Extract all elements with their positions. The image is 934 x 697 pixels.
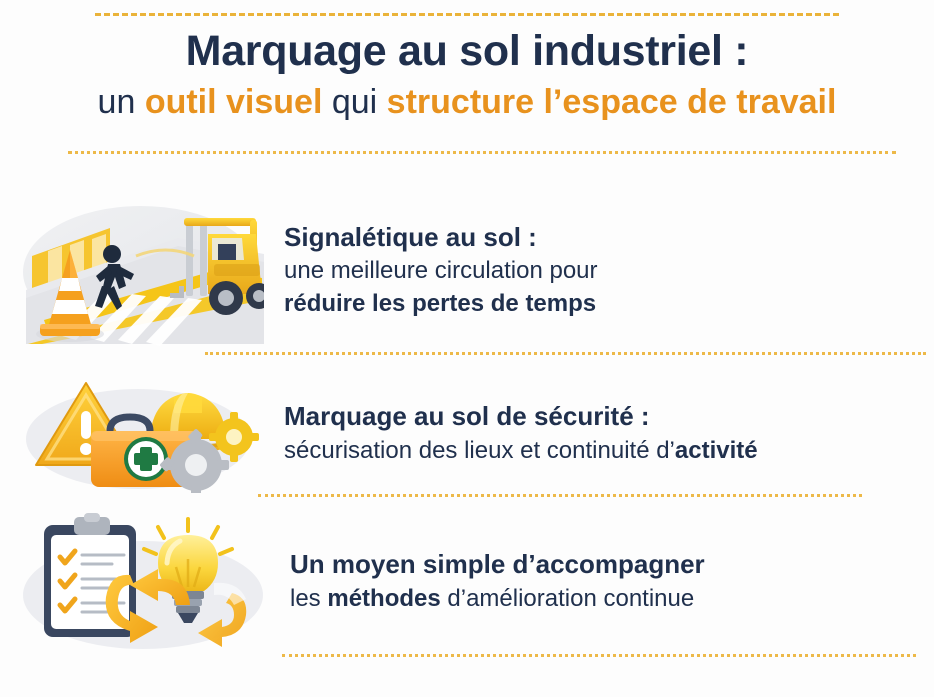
row-2-body-strong: activité: [674, 436, 758, 464]
divider-under-title: [68, 151, 896, 154]
divider-row-1: [205, 352, 926, 355]
divider-bottom: [282, 654, 916, 657]
row-2-copy: Marquage au sol de sécurité : sécurisati…: [264, 399, 918, 466]
row-3-body-strong: méthodes: [327, 584, 441, 612]
safety-equipment-illustration: [18, 373, 264, 498]
content-row-signaletique: Signalétique au sol : une meilleure circ…: [18, 190, 918, 350]
forklift-pedestrian-crosswalk-illustration: [18, 194, 272, 346]
row-1-copy: Signalétique au sol : une meilleure circ…: [264, 220, 918, 321]
page-title: Marquage au sol industriel :: [185, 27, 749, 75]
row-2-body: sécurisation des lieux et continuité d’a…: [284, 434, 918, 467]
infographic-header: Marquage au sol industriel : un outil vi…: [0, 27, 934, 124]
content-row-securite: Marquage au sol de sécurité : sécurisati…: [18, 372, 918, 498]
traffic-cone-icon: [36, 250, 104, 342]
divider-top: [95, 13, 839, 16]
row-3-body: les méthodes d’amélioration continue: [290, 582, 918, 615]
row-2-body-prefix: sécurisation des lieux et continuité d’: [284, 436, 675, 464]
subtitle-segment-accent-1: outil visuel: [144, 83, 323, 122]
row-3-body-suffix: d’amélioration continue: [440, 584, 695, 612]
cycle-arrows-icon: [105, 569, 247, 647]
subtitle-segment-accent-2: structure l’espace de travail: [386, 83, 837, 122]
first-aid-kit-icon: [91, 413, 201, 487]
row-3-copy: Un moyen simple d’accompagner les méthod…: [268, 547, 918, 614]
row-1-body-strong: réduire les pertes de temps: [284, 290, 597, 318]
subtitle-segment-plain-1: un: [97, 83, 145, 122]
row-1-body: une meilleure circulation pour: [284, 257, 598, 285]
row-3-body-prefix: les: [290, 584, 328, 612]
pedestrian-icon: [95, 245, 134, 310]
yellow-floor-line: [44, 270, 262, 332]
page-subtitle: un outil visuel qui structure l’espace d…: [0, 81, 934, 124]
gear-icon: [160, 412, 259, 498]
continuous-improvement-illustration: [18, 511, 268, 651]
row-2-heading: Marquage au sol de sécurité :: [284, 401, 650, 432]
subtitle-segment-plain-2: qui: [322, 83, 387, 122]
row-1-heading: Signalétique au sol :: [284, 221, 537, 252]
forklift-icon: [170, 218, 272, 315]
content-row-amelioration: Un moyen simple d’accompagner les méthod…: [18, 508, 918, 654]
divider-row-2: [258, 494, 862, 497]
row-3-heading: Un moyen simple d’accompagner: [290, 549, 705, 580]
